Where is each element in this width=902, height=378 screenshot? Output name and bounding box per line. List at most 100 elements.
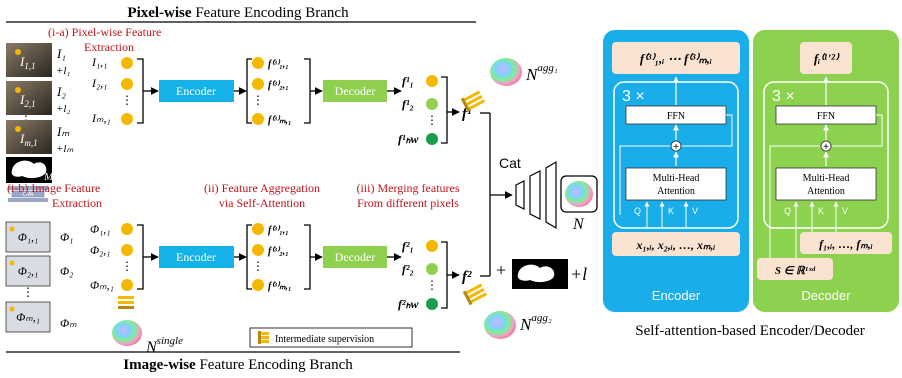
- panels-caption: Self-attention-based Encoder/Decoder: [635, 323, 864, 339]
- bottom-token-ellipsis: ⋮: [121, 259, 133, 273]
- top-token-ellipsis: ⋮: [121, 93, 133, 107]
- top-token-label-m: Iₘ,₁: [91, 111, 111, 125]
- top-title-bold: Pixel-wise: [127, 5, 191, 21]
- encoder-input: x₁,ᵢ, x₂,ᵢ, …, xₘ,ᵢ: [636, 238, 716, 252]
- bottom-encoder-label: Encoder: [176, 250, 216, 264]
- input-images: I1,1 I₁ +l₁ I2,1 I₂ +l₂ ⋮ Im,1 Iₘ +lₘ M …: [6, 43, 73, 202]
- bottom-enc-out-label-m: f⁽³⁾ₘ,₁: [268, 281, 291, 292]
- top-enc-out-ellipsis: ⋮: [252, 93, 264, 107]
- legend-label: Intermediate supervision: [275, 334, 374, 345]
- bottom-merged-feature: f²: [462, 269, 472, 285]
- cnn-label: CNN: [23, 192, 34, 198]
- bottom-encoder-outputs: ⋮ f⁽³⁾₁,₁ f⁽³⁾₂,₁ f⁽³⁾ₘ,₁: [246, 223, 323, 292]
- top-dec-out-label-hw: f¹ₕw: [398, 132, 419, 146]
- bottom-tokens: Φ₁,₁ Φ₂,₁ Φₘ,₁ ⋮: [90, 222, 159, 292]
- top-token-label-2: I₂,₁: [91, 76, 107, 90]
- top-supervision: Nagg₁: [460, 58, 558, 113]
- pixel-dot-1: [15, 49, 21, 55]
- encoder-residual-2: [619, 145, 670, 215]
- bottom-supervision-icon: [462, 283, 487, 306]
- svg-text:Image-wise Feature Encoding Br: Image-wise Feature Encoding Branch: [123, 357, 353, 373]
- encoder-k: K: [668, 206, 674, 216]
- cnn-block: [11, 190, 45, 198]
- head-layer-3: [545, 160, 557, 230]
- plus-sign: +: [496, 260, 506, 280]
- input-l1: +l₁: [56, 65, 70, 77]
- bottom-token-label-m: Φₘ,₁: [90, 278, 114, 292]
- phi-side-2: Φ₂: [60, 264, 73, 278]
- input-l2: +l₂: [56, 103, 70, 115]
- top-token-dot-1: [121, 57, 133, 69]
- bottom-enc-out-bracket-right: [304, 224, 311, 290]
- bottom-enc-out-dot-2: [252, 244, 264, 256]
- head-layer-2: [529, 170, 541, 220]
- bottom-dec-out-dot-hw: [426, 298, 438, 310]
- top-enc-out-bracket-right: [304, 58, 311, 124]
- pixel-dot-m: [15, 126, 21, 132]
- output-normal-label: N: [572, 216, 585, 233]
- bottom-encoder-block: [159, 246, 234, 268]
- bottom-token-dot-m: [121, 279, 133, 291]
- bottom-dec-out-label-2: f²₂: [402, 262, 414, 276]
- decoder-repeat: 3 ×: [772, 88, 795, 105]
- decoder-add-node: [820, 140, 832, 152]
- decoder-kv-input: f₁,ᵢ, …, fₘ,ᵢ: [819, 237, 873, 251]
- top-dec-out-dot-1: [426, 75, 438, 87]
- top-encoder-outputs: ⋮ f⁽³⁾₁,₁ f⁽³⁾₂,₁ f⁽³⁾ₘ,₁: [246, 57, 323, 126]
- input-I1: I₁: [56, 46, 66, 61]
- step-b-line2: Extraction: [52, 196, 102, 210]
- phi-feature-maps: Φ₁,₁ Φ₁ Φ₂,₁ Φ₂ ⋮ Φₘ,₁ Φₘ: [5, 221, 77, 333]
- phi-map-2-label: Φ₂,₁: [18, 264, 38, 278]
- top-encoder-label: Encoder: [176, 84, 216, 98]
- step-iii-line2: From different pixels: [357, 196, 459, 210]
- decoder-k: K: [818, 206, 824, 216]
- phi-map-1-label: Φ₁,₁: [18, 230, 38, 244]
- legend-box: [249, 327, 413, 348]
- bottom-normal-label: Nagg₂: [519, 312, 552, 334]
- top-merged-feature: f¹: [462, 106, 472, 122]
- legend: Intermediate supervision: [249, 327, 413, 348]
- input-lm: +lₘ: [56, 143, 73, 155]
- top-enc-out-label-m: f⁽³⁾ₘ,₁: [268, 115, 291, 126]
- top-token-dot-m: [121, 113, 133, 125]
- decoder-residual-1: [832, 114, 883, 147]
- bottom-dec-out-dot-2: [426, 263, 438, 275]
- top-enc-out-label-2: f⁽³⁾₂,₁: [268, 80, 289, 91]
- encoder-attn-line1: Multi-Head: [653, 173, 700, 184]
- step-a-line1: (i-a) Pixel-wise Feature: [48, 25, 161, 39]
- mask-label: M: [43, 171, 54, 183]
- bottom-dec-out-label-1: f²₁: [402, 239, 414, 253]
- encoder-ffn-label: FFN: [667, 111, 685, 122]
- legend-icon-bar-3: [261, 340, 269, 343]
- step-a-line2: Extraction: [84, 40, 134, 54]
- svg-text:Pixel-wise Feature Encoding Br: Pixel-wise Feature Encoding Branch: [127, 5, 349, 21]
- legend-icon-bar-2: [261, 336, 269, 339]
- top-enc-out-dot-1: [252, 57, 264, 69]
- decoder-ffn-label: FFN: [817, 111, 835, 122]
- output-normal-map-icon: [565, 181, 593, 207]
- bottom-enc-out-label-1: f⁽³⁾₁,₁: [268, 225, 289, 236]
- top-tokens: I₁,₁ I₂,₁ Iₘ,₁ ⋮: [91, 55, 159, 125]
- top-branch-title: Pixel-wise Feature Encoding Branch: [6, 5, 476, 23]
- input-image-1: [6, 43, 52, 77]
- top-dec-out-label-1: f¹₁: [402, 74, 414, 88]
- bottom-enc-out-ellipsis: ⋮: [252, 259, 264, 273]
- decoder-attn-line1: Multi-Head: [803, 173, 850, 184]
- cnn-layer-2: [8, 198, 48, 202]
- top-dec-out-dot-2: [426, 98, 438, 110]
- decoder-panel-label: Decoder: [801, 288, 851, 303]
- decoder-q: Q: [784, 206, 791, 216]
- cnn-layer-1: [8, 186, 48, 190]
- bottom-dec-out-ellipsis: ⋮: [426, 278, 438, 292]
- single-supervision-bar-1: [118, 296, 134, 299]
- bottom-mask-shape: [517, 264, 555, 283]
- phi-map-m-label: Φₘ,₁: [16, 310, 40, 324]
- plus-light-label: +l: [570, 264, 587, 284]
- encoder-panel-label: Encoder: [652, 288, 701, 303]
- mask-shape: [11, 160, 47, 179]
- encoder-attention-box: [625, 167, 727, 201]
- bottom-enc-out-label-2: f⁽³⁾₂,₁: [268, 246, 289, 257]
- step-ii-line1: (ii) Feature Aggregation: [204, 181, 320, 195]
- top-token-bracket: [137, 58, 144, 124]
- encoder-top-feature: f⁽³⁾₁,ᵢ ⋯ f⁽³⁾ₘ,ᵢ: [640, 51, 712, 66]
